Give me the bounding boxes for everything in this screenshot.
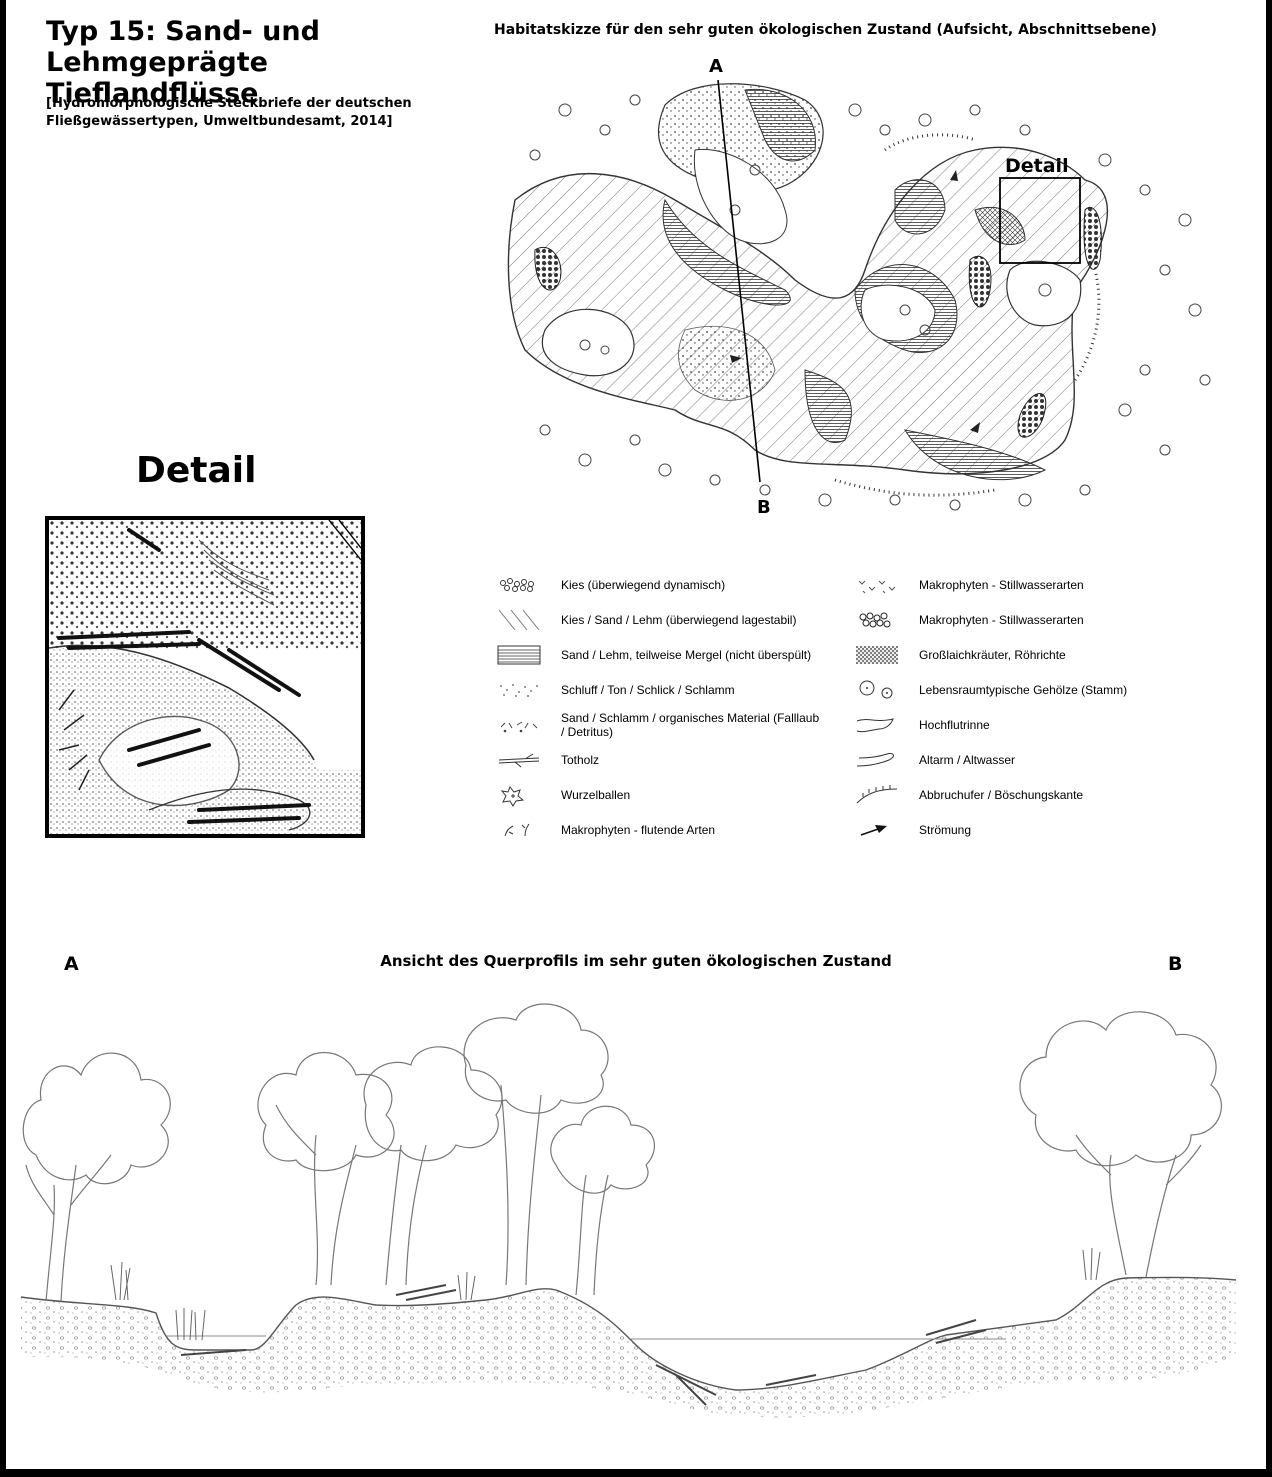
- map-title: Habitatskizze für den sehr guten ökologi…: [494, 22, 1254, 38]
- legend-label: Strömung: [919, 823, 971, 837]
- habitat-plan-sketch: Detail A B: [505, 50, 1250, 520]
- title-line-1: Typ 15: Sand- und: [46, 16, 486, 47]
- legend-item: Makrophyten - flutende Arten: [495, 813, 715, 847]
- legend-label: Kies (überwiegend dynamisch): [561, 578, 725, 592]
- fine-dots-icon: [495, 678, 545, 702]
- section-label-b: B: [757, 497, 771, 518]
- detail-view: [45, 516, 365, 838]
- detail-sketch: [49, 520, 361, 834]
- arrow-icon: [853, 818, 903, 842]
- legend-item: Hochflutrinne: [853, 708, 990, 742]
- tree-trunk-icon: [853, 678, 903, 702]
- legend-label: Sand / Schlamm / organisches Material (F…: [561, 711, 825, 739]
- legend-label: Altarm / Altwasser: [919, 753, 1015, 767]
- legend-label: Schluff / Ton / Schlick / Schlamm: [561, 683, 735, 697]
- legend: Kies (überwiegend dynamisch) Kies / Sand…: [495, 568, 1255, 848]
- legend-item: Sand / Schlamm / organisches Material (F…: [495, 708, 825, 742]
- legend-label: Großlaichkräuter, Röhrichte: [919, 648, 1066, 662]
- legend-label: Lebensraumtypische Gehölze (Stamm): [919, 683, 1127, 697]
- detail-heading: Detail: [136, 450, 256, 491]
- legend-label: Makrophyten - Stillwasserarten: [919, 578, 1084, 592]
- legend-item: Abbruchufer / Böschungskante: [853, 778, 1083, 812]
- legend-item: Sand / Lehm, teilweise Mergel (nicht übe…: [495, 638, 811, 672]
- floating-plant-icon: [495, 818, 545, 842]
- legend-item: Totholz: [495, 743, 599, 777]
- legend-item: Lebensraumtypische Gehölze (Stamm): [853, 673, 1127, 707]
- legend-item: Großlaichkräuter, Röhrichte: [853, 638, 1066, 672]
- legend-label: Makrophyten - flutende Arten: [561, 823, 715, 837]
- legend-item: Makrophyten - Stillwasserarten: [853, 603, 1084, 637]
- legend-item: Wurzelballen: [495, 778, 630, 812]
- legend-label: Hochflutrinne: [919, 718, 990, 732]
- reference-line-1: [Hydromorphologische Steckbriefe der deu…: [46, 95, 466, 113]
- detail-marker-label: Detail: [1005, 155, 1069, 177]
- deadwood-icon: [495, 748, 545, 772]
- bank-edge-icon: [853, 783, 903, 807]
- legend-item: Altarm / Altwasser: [853, 743, 1015, 777]
- macrophyte-dense-icon: [853, 608, 903, 632]
- legend-item: Schluff / Ton / Schlick / Schlamm: [495, 673, 735, 707]
- legend-item: Strömung: [853, 813, 971, 847]
- legend-label: Wurzelballen: [561, 788, 630, 802]
- crosshatch-icon: [853, 643, 903, 667]
- legend-item: Kies (überwiegend dynamisch): [495, 568, 725, 602]
- legend-label: Totholz: [561, 753, 599, 767]
- legend-label: Sand / Lehm, teilweise Mergel (nicht übe…: [561, 648, 811, 662]
- legend-label: Abbruchufer / Böschungskante: [919, 788, 1083, 802]
- cross-section-profile: [16, 985, 1246, 1425]
- flood-channel-icon: [853, 713, 903, 737]
- macrophyte-sparse-icon: [853, 573, 903, 597]
- profile-label-b: B: [1168, 953, 1182, 975]
- root-ball-icon: [495, 783, 545, 807]
- reference-line-2: Fließgewässertypen, Umweltbundesamt, 201…: [46, 113, 466, 131]
- section-label-a: A: [709, 56, 723, 77]
- gravel-icon: [495, 573, 545, 597]
- oxbow-icon: [853, 748, 903, 772]
- trees: [23, 1004, 1221, 1301]
- profile-title: Ansicht des Querprofils im sehr guten ök…: [0, 952, 1272, 970]
- organic-material-icon: [495, 713, 545, 737]
- horizontal-lines-icon: [495, 643, 545, 667]
- legend-item: Makrophyten - Stillwasserarten: [853, 568, 1084, 602]
- legend-label: Kies / Sand / Lehm (überwiegend lagestab…: [561, 613, 796, 627]
- reference-note: [Hydromorphologische Steckbriefe der deu…: [46, 95, 466, 131]
- diagonal-hatch-icon: [495, 608, 545, 632]
- legend-item: Kies / Sand / Lehm (überwiegend lagestab…: [495, 603, 796, 637]
- legend-label: Makrophyten - Stillwasserarten: [919, 613, 1084, 627]
